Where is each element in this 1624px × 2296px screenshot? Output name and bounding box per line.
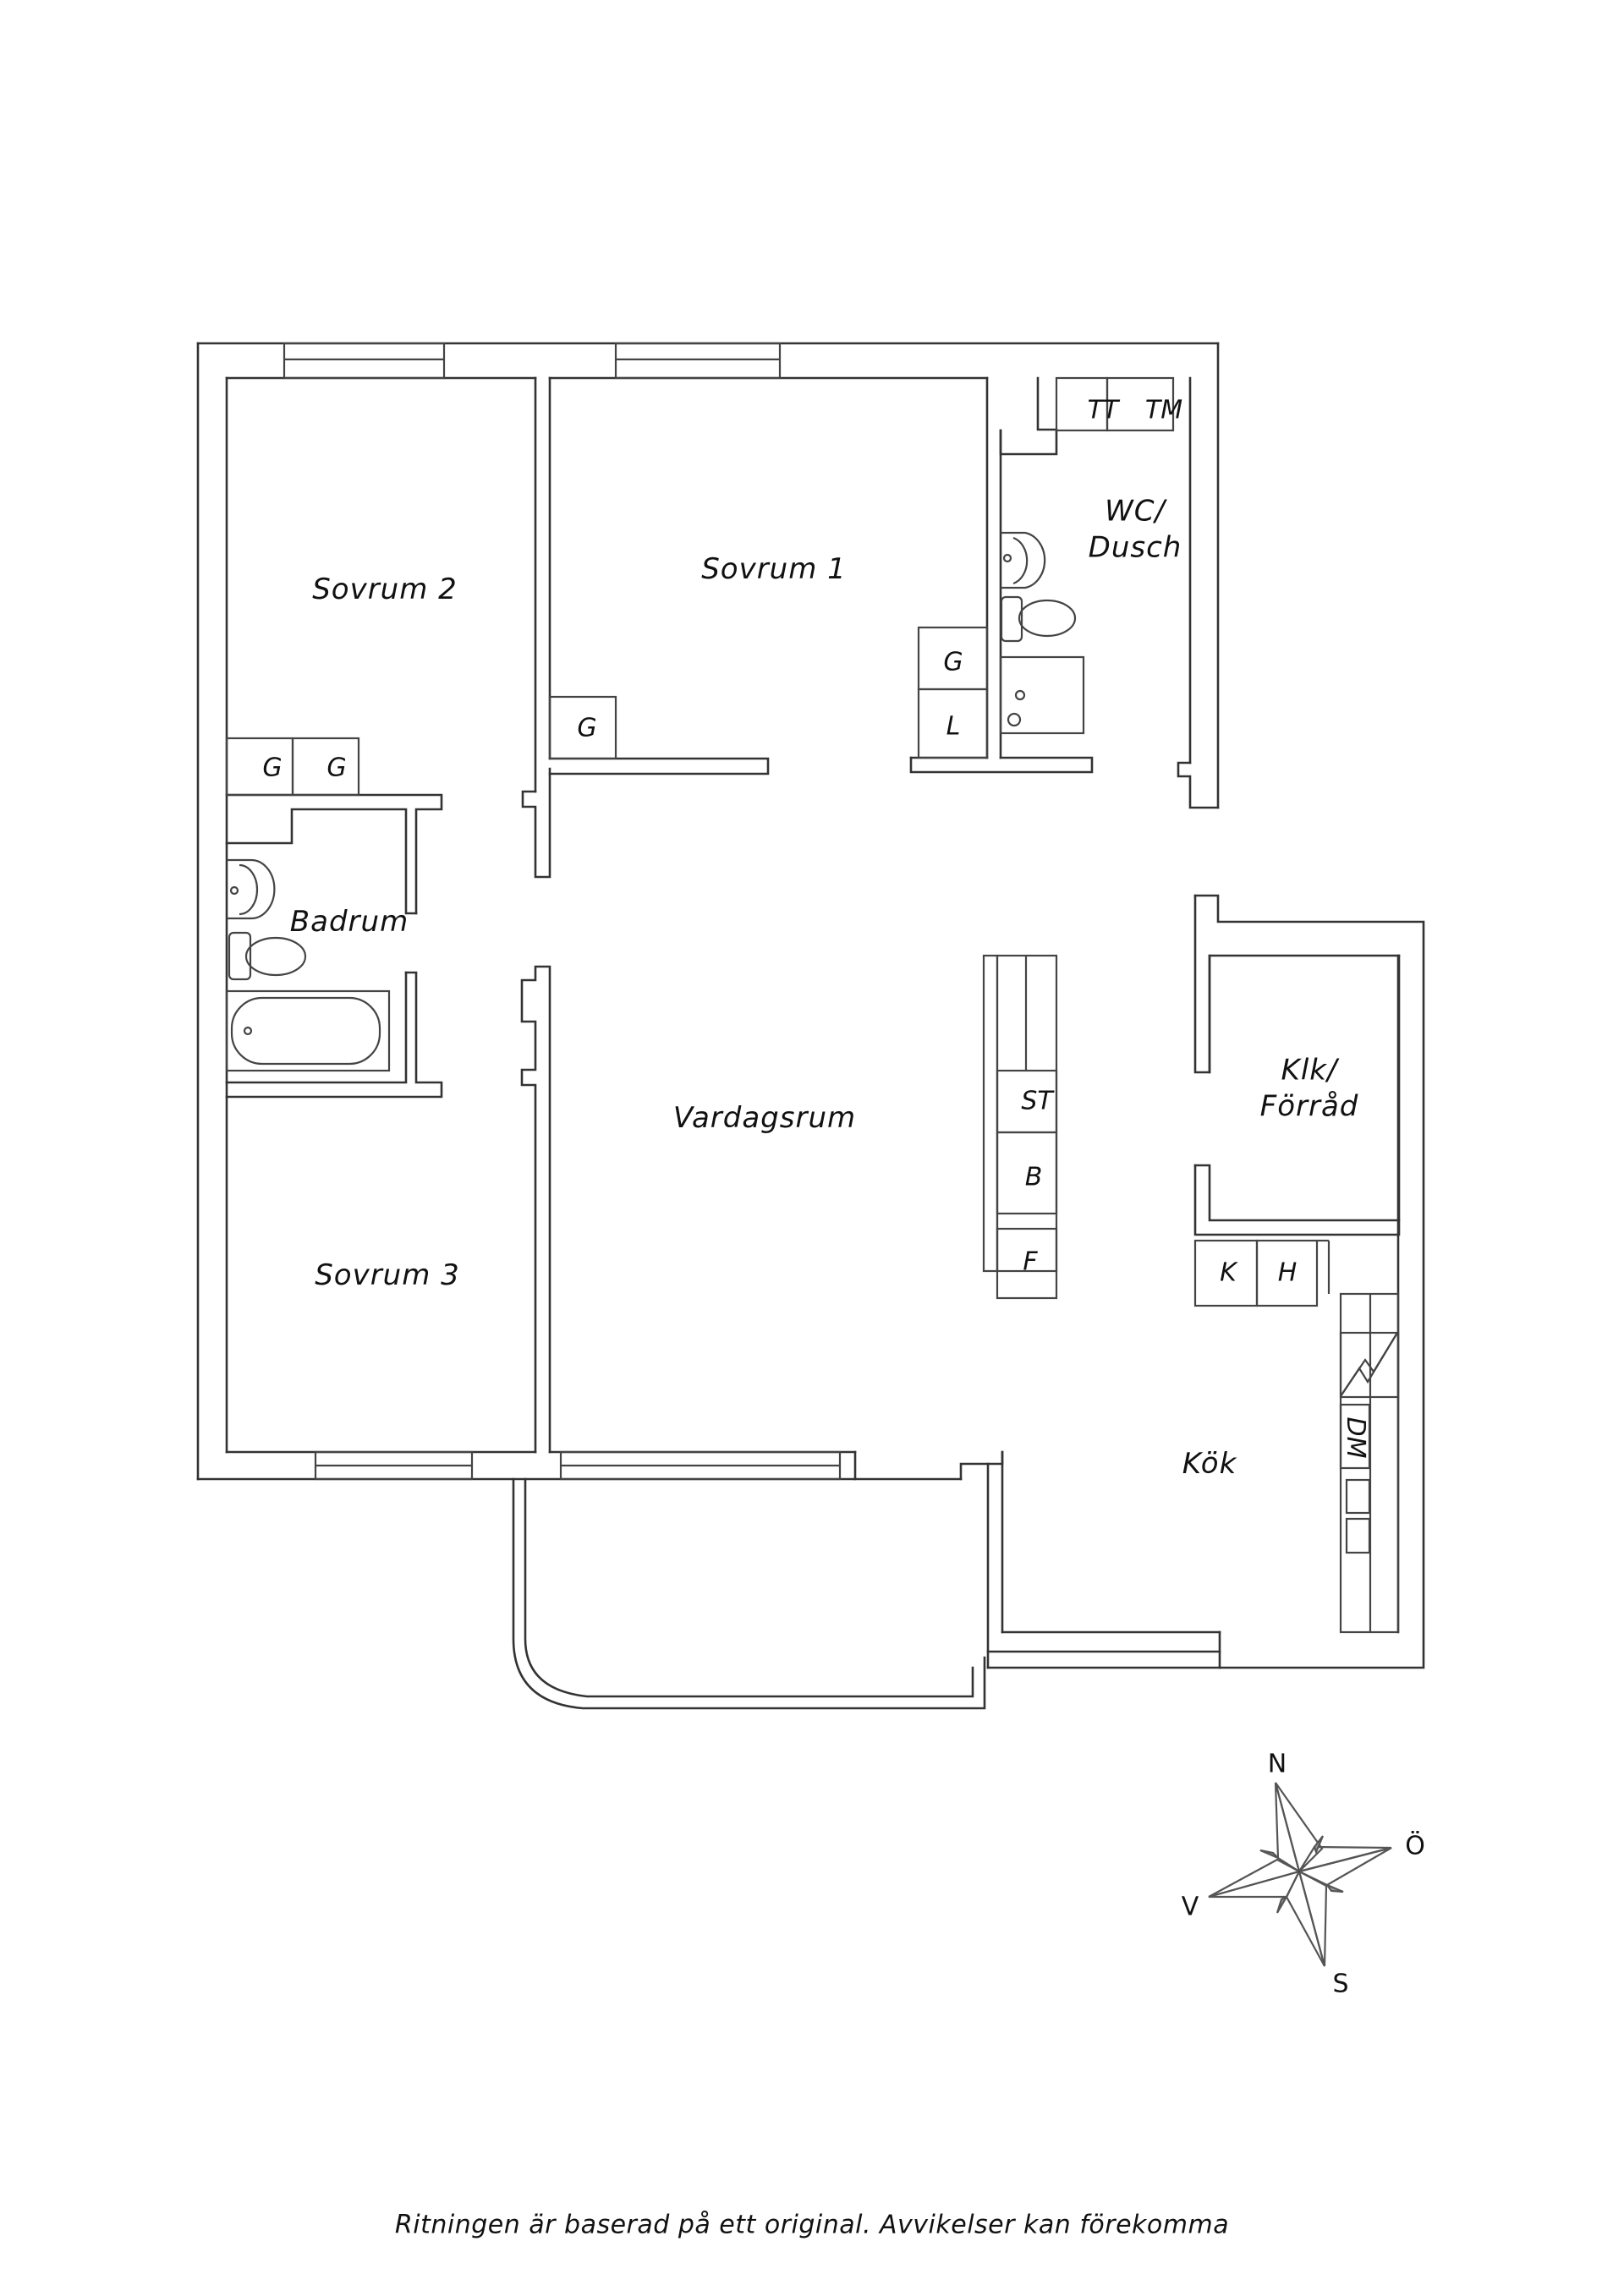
compass-label-south: S xyxy=(1332,1969,1349,1999)
compass-rose-icon xyxy=(1208,1782,1392,1967)
room-label-wc-line2: Dusch xyxy=(1088,530,1182,564)
room-label-klk-line1: Klk/ xyxy=(1281,1053,1338,1088)
closet-label-g: G xyxy=(262,753,283,783)
closet-label-g: G xyxy=(326,753,347,783)
closet-label-g: G xyxy=(577,713,597,743)
fixture-label-dm: DM xyxy=(1340,1417,1370,1459)
compass-label-west: V xyxy=(1181,1892,1199,1922)
fixture-label-k: K xyxy=(1220,1258,1237,1288)
fixture-label-tm: TM xyxy=(1144,395,1183,425)
windows xyxy=(283,342,842,1481)
balcony xyxy=(512,1477,986,1710)
fixture-label-st: ST xyxy=(1021,1086,1053,1116)
fixture-label-h: H xyxy=(1277,1258,1298,1288)
room-label-klk-forrad: Klk/ Förråd xyxy=(1260,1053,1359,1125)
fixture-label-tt: TT xyxy=(1087,395,1119,425)
fixtures xyxy=(225,376,1401,1634)
disclaimer-text: Ritningen är baserad på ett original. Av… xyxy=(394,2210,1230,2240)
room-label-kok: Kök xyxy=(1182,1446,1237,1481)
closet-label-l: L xyxy=(946,711,961,742)
outer-walls xyxy=(196,342,1425,1669)
interior-walls xyxy=(225,376,1094,1454)
compass-label-north: N xyxy=(1267,1749,1287,1779)
compass-label-east: Ö xyxy=(1405,1831,1425,1861)
fixture-label-b: B xyxy=(1024,1162,1043,1192)
room-label-sovrum-2: Sovrum 2 xyxy=(312,572,458,606)
fixture-label-f: F xyxy=(1023,1247,1038,1277)
room-label-vardagsrum: Vardagsrum xyxy=(672,1100,857,1135)
room-label-wc-dusch: WC/ Dusch xyxy=(1089,494,1182,566)
room-label-sovrum-3: Sovrum 3 xyxy=(315,1258,460,1292)
room-label-klk-line2: Förråd xyxy=(1259,1089,1359,1123)
closet-label-g: G xyxy=(943,647,963,677)
room-label-sovrum-1: Sovrum 1 xyxy=(701,551,847,586)
room-label-wc-line1: WC/ xyxy=(1105,494,1166,529)
room-label-badrum: Badrum xyxy=(289,904,409,939)
